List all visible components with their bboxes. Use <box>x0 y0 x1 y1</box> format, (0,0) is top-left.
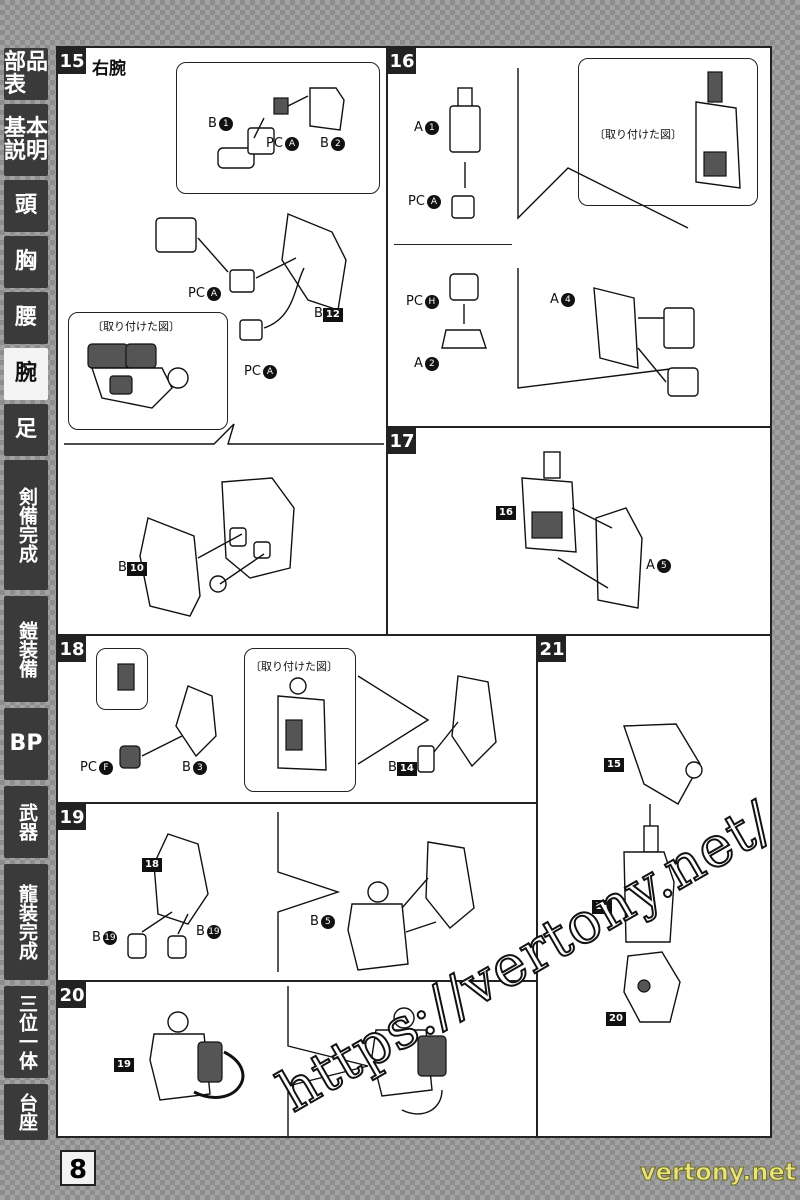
callout-divider <box>64 423 384 445</box>
tab-label: 基本説明 <box>4 115 49 164</box>
sidebar-tab-chest[interactable]: 胸 <box>4 236 48 288</box>
sidebar-tab-sword-complete[interactable]: 剣備完成 <box>4 460 48 590</box>
step-21-panel: 21 15 17 20 <box>536 634 772 1138</box>
tab-label: 胸 <box>14 249 37 275</box>
attached-view-drawing <box>87 343 189 409</box>
step20-after-drawing <box>287 986 447 1136</box>
tab-label: 台座 <box>15 1093 38 1131</box>
label-ref-20: 20 <box>606 1010 626 1026</box>
detail-bubble <box>176 62 380 194</box>
sidebar-tab-waist[interactable]: 腰 <box>4 292 48 344</box>
site-watermark: vertony.net <box>639 1158 797 1187</box>
step-number: 15 <box>58 48 86 74</box>
step20-before-drawing <box>149 1011 245 1101</box>
step16-part-a2-drawing <box>441 273 487 349</box>
step-number: 16 <box>388 48 416 74</box>
tab-label: 剣備完成 <box>15 487 38 563</box>
step-title: 右腕 <box>92 59 126 79</box>
page-number: 8 <box>60 1150 96 1186</box>
step-number: 19 <box>58 804 86 830</box>
tab-label: BP <box>9 731 43 757</box>
step-20-panel: 20 19 <box>56 980 538 1138</box>
step19-parts-drawing <box>127 833 209 959</box>
step18-parts-drawing <box>119 685 217 769</box>
sidebar-tab-arm[interactable]: 腕 <box>4 348 48 400</box>
step16-part-a1-drawing <box>449 87 481 219</box>
sidebar-tab-head[interactable]: 頭 <box>4 180 48 232</box>
step-number: 17 <box>388 428 416 454</box>
tab-label: 鎧装備 <box>15 620 38 678</box>
attached-view-note: 〔取り付けた図〕 <box>594 128 682 141</box>
step15-forearm-drawing <box>139 477 295 617</box>
step17-assembly-drawing <box>521 451 643 609</box>
label-ref-17: 17 <box>592 898 612 914</box>
sidebar-tab-weapons[interactable]: 武器 <box>4 786 48 858</box>
label-ref-18: 18 <box>142 856 162 872</box>
step21-arm-assembly-drawing <box>623 723 703 1023</box>
tab-label: 足 <box>14 417 37 443</box>
attached-view-drawing <box>277 677 327 771</box>
step15-subassembly-drawing <box>217 87 345 169</box>
tab-label: 龍装完成 <box>15 884 38 960</box>
step16-assembly-drawing <box>517 68 699 397</box>
step-number: 21 <box>538 636 566 662</box>
label-ref-16: 16 <box>496 504 516 520</box>
step-number: 18 <box>58 636 86 662</box>
step15-main-assembly-drawing <box>155 213 347 341</box>
tab-label: 部品表 <box>4 49 49 98</box>
tab-label: 武器 <box>15 803 38 841</box>
pcf-detail-drawing <box>117 663 135 691</box>
step19-assembly-drawing <box>277 812 475 972</box>
divider <box>394 244 512 245</box>
attached-view-note: 〔取り付けた図〕 <box>92 320 180 333</box>
label-ref-19: 19 <box>114 1056 134 1072</box>
sidebar-tab-trinity[interactable]: 三位一体 <box>4 986 48 1078</box>
tab-label: 腰 <box>14 305 37 331</box>
tab-label: 頭 <box>14 193 37 219</box>
sidebar-tab-base[interactable]: 台座 <box>4 1084 48 1140</box>
sidebar-tab-basic-instructions[interactable]: 基本説明 <box>4 104 48 176</box>
step-number: 20 <box>58 982 86 1008</box>
attached-view-note: 〔取り付けた図〕 <box>250 660 338 673</box>
sidebar-tab-bp[interactable]: BP <box>4 708 48 780</box>
sidebar-tab-dragon-complete[interactable]: 龍装完成 <box>4 864 48 980</box>
tab-label: 三位一体 <box>15 994 38 1070</box>
step18-assembly-drawing <box>357 675 497 773</box>
attached-view-drawing <box>695 71 741 189</box>
sidebar-tab-leg[interactable]: 足 <box>4 404 48 456</box>
label-ref-15: 15 <box>604 756 624 772</box>
sidebar-tab-armor[interactable]: 鎧装備 <box>4 596 48 702</box>
tab-label: 腕 <box>14 361 37 387</box>
sidebar-tab-parts-list[interactable]: 部品表 <box>4 48 48 100</box>
